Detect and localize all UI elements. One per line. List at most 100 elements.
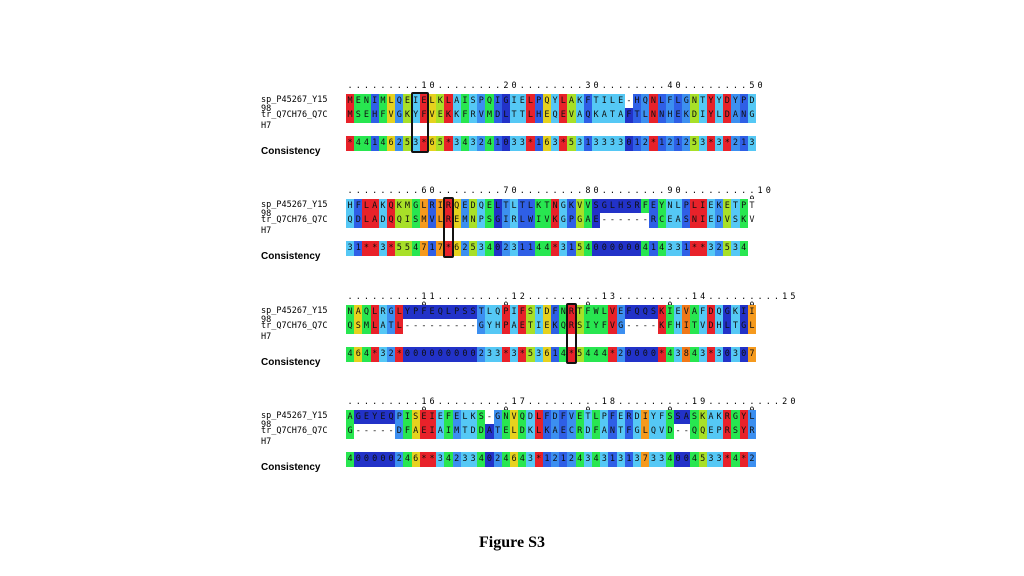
ruler-char: . — [445, 81, 452, 91]
ruler-char: . — [404, 292, 411, 302]
seq2-residue: - — [362, 424, 371, 439]
seq2-residue: T — [608, 108, 617, 123]
ruler-char: . — [396, 186, 402, 196]
consistency-score: 3 — [665, 241, 674, 256]
seq2-residue: L — [395, 319, 404, 334]
seq2-residue: K — [551, 213, 560, 228]
seq1-residue: V — [608, 305, 617, 320]
ruler-char: . — [577, 186, 583, 196]
seq1-residue: F — [657, 410, 666, 425]
consistency-score: 4 — [657, 241, 666, 256]
seq1-residue: F — [551, 305, 560, 320]
consistency-score: 0 — [624, 347, 633, 362]
seq1-residue: G — [559, 199, 568, 214]
seq1-residue: L — [608, 199, 617, 214]
ruler-char: . — [560, 81, 566, 91]
seq2-residue: R — [444, 213, 453, 228]
consistency-score: 5 — [723, 241, 732, 256]
consistency-score: * — [395, 347, 404, 362]
seq1-residue: F — [354, 199, 363, 214]
seq1-residue: Q — [641, 94, 650, 109]
consistency-score: 3 — [518, 136, 527, 151]
ruler-char: . — [372, 81, 378, 91]
consistency-score: 3 — [436, 452, 445, 467]
seq1-residue: L — [370, 305, 379, 320]
ruler-char: 4 — [700, 292, 706, 302]
consistency-score: 3 — [460, 452, 469, 467]
seq2-residue: E — [592, 213, 601, 228]
seq2-residue: D — [518, 424, 527, 439]
consistency-score: 0 — [633, 347, 642, 362]
ruler-char: . — [732, 397, 739, 407]
seq2-residue: P — [477, 213, 486, 228]
ruler-char: . — [741, 292, 747, 302]
consistency-score: 3 — [477, 241, 486, 256]
consistency-label: Consistency — [261, 146, 321, 157]
seq2-label: tr_Q7CH76_Q7C — [261, 215, 328, 225]
seq1-residue: E — [518, 94, 527, 109]
seq2-residue: Q — [698, 424, 707, 439]
consistency-score: * — [706, 136, 715, 151]
seq1-residue: L — [485, 305, 494, 320]
consistency-score: 6 — [542, 136, 551, 151]
seq2-residue: F — [403, 424, 412, 439]
seq1-residue: E — [428, 305, 437, 320]
seq1-residue: F — [698, 305, 707, 320]
seq1-residue: D — [723, 94, 732, 109]
seq1-residue: S — [526, 305, 535, 320]
ruler-char: . — [634, 186, 640, 196]
seq2-label: tr_Q7CH76_Q7C — [261, 321, 328, 331]
consistency-score: 1 — [608, 452, 617, 467]
seq2-residue: I — [698, 213, 707, 228]
seq1-residue: D — [706, 305, 715, 320]
seq2-residue: V — [567, 108, 576, 123]
ruler-char: . — [454, 397, 460, 407]
ruler-char: . — [650, 81, 657, 91]
seq1-residue: I — [411, 94, 420, 109]
seq2-residue: M — [362, 319, 371, 334]
consistency-score: * — [739, 452, 748, 467]
ruler-char: 1 — [421, 81, 427, 91]
seq2-label: tr_Q7CH76_Q7C — [261, 110, 328, 120]
consistency-score: 3 — [674, 241, 683, 256]
ruler-char: 7 — [503, 186, 509, 196]
consistency-score: * — [551, 241, 560, 256]
consistency-score: 3 — [600, 452, 609, 467]
consistency-score: 1 — [624, 452, 633, 467]
seq1-residue: I — [493, 94, 502, 109]
consistency-score: 4 — [378, 136, 387, 151]
seq2-residue: A — [731, 108, 740, 123]
consistency-score: 4 — [354, 136, 363, 151]
ruler-char: . — [552, 397, 558, 407]
consistency-score: 0 — [649, 347, 658, 362]
consistency-score: 0 — [370, 452, 379, 467]
seq1-residue: E — [378, 410, 387, 425]
seq2-residue: M — [452, 424, 461, 439]
ruler-char: . — [601, 186, 607, 196]
ruler-char: . — [486, 81, 493, 91]
consistency-score: 4 — [731, 452, 740, 467]
seq2-residue: I — [501, 213, 510, 228]
seq1-residue: S — [411, 410, 420, 425]
consistency-score: 4 — [739, 241, 748, 256]
seq1-residue: G — [723, 305, 732, 320]
seq1-residue: L — [362, 199, 371, 214]
seq1-residue: H — [346, 199, 355, 214]
seq2-residue: - — [600, 213, 609, 228]
seq1-residue: E — [575, 410, 584, 425]
ruler-char: . — [716, 292, 722, 302]
seq1-residue: T — [592, 94, 601, 109]
ruler-char: . — [396, 81, 402, 91]
seq2-residue: T — [731, 319, 740, 334]
seq1-residue: K — [395, 199, 404, 214]
seq1-residue: S — [690, 410, 699, 425]
seq1-residue: R — [567, 305, 576, 320]
ruler-char: . — [388, 186, 394, 196]
seq2-residue: S — [731, 424, 740, 439]
seq2-residue: - — [452, 319, 461, 334]
seq1-residue: D — [633, 410, 642, 425]
ruler-char: 0 — [790, 397, 796, 407]
ruler-char: . — [618, 186, 624, 196]
consistency-score: 5 — [690, 136, 699, 151]
seq2-residue: - — [624, 213, 633, 228]
